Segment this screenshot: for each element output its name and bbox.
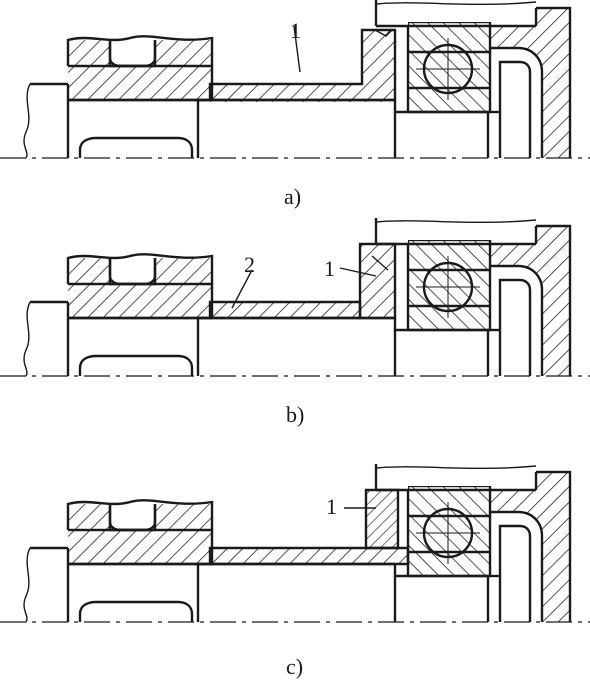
part-label-2: 2	[244, 252, 255, 277]
part-label-1: 1	[324, 256, 335, 281]
caption-c: c)	[286, 654, 303, 679]
spacer-1	[358, 242, 397, 320]
spacer-1	[364, 488, 400, 550]
part-label-1: 1	[290, 18, 301, 43]
leader-line	[231, 269, 253, 309]
leader-line	[293, 25, 301, 73]
part-label-1: 1	[326, 494, 337, 519]
panel-a: 1 a)	[0, 0, 590, 209]
panel-c: 1 c)	[0, 462, 590, 679]
caption-b: b)	[286, 402, 304, 427]
spacer-sleeve	[208, 546, 410, 566]
panel-b: 2 1 b)	[0, 216, 590, 427]
caption-a: a)	[284, 184, 301, 209]
spacer-1	[208, 28, 397, 102]
leader-line	[339, 267, 377, 277]
